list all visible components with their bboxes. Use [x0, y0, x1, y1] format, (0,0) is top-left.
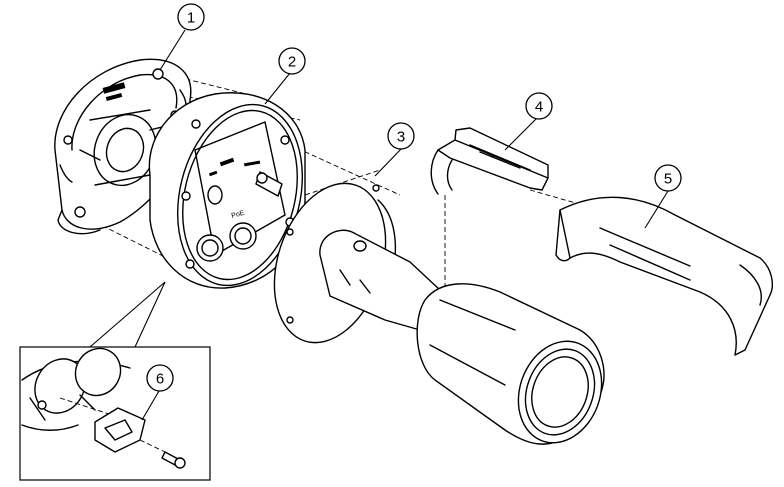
detail-inset: [19, 281, 211, 481]
callout-2: 2: [278, 47, 306, 75]
callout-1-label: 1: [187, 10, 195, 27]
callout-2-label: 2: [288, 54, 296, 71]
callout-6: 6: [146, 364, 174, 392]
callout-3: 3: [387, 122, 415, 150]
poe-label: PoE: [231, 210, 246, 220]
junction-box: PoE: [148, 92, 306, 289]
callout-1: 1: [177, 3, 205, 31]
callout-4: 4: [525, 92, 553, 120]
camera-body: [273, 182, 605, 445]
callout-6-label: 6: [156, 371, 164, 388]
sunshield: [555, 196, 773, 356]
callout-leaders: [141, 29, 669, 421]
callout-4-label: 4: [535, 99, 543, 116]
callout-3-label: 3: [397, 129, 405, 146]
callout-5-label: 5: [664, 171, 672, 188]
sunshield-clip: [430, 127, 549, 195]
callout-5: 5: [654, 164, 682, 192]
